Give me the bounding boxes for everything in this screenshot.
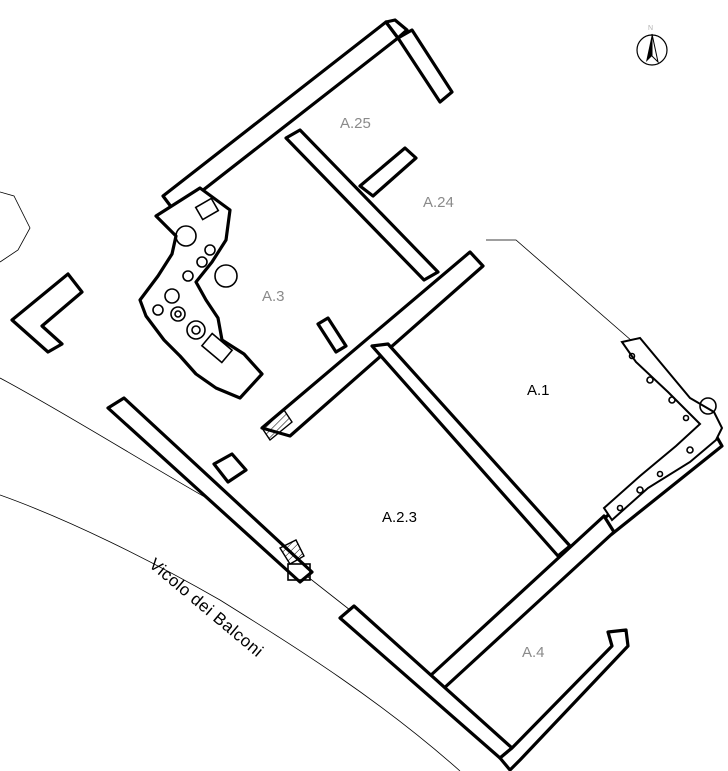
hatched-fragments	[261, 408, 311, 581]
walls	[10, 18, 724, 771]
street-edges	[0, 191, 461, 771]
wall-a23-a4	[428, 514, 616, 692]
north-letter: N	[648, 25, 653, 32]
room-label-a23: A.2.3	[382, 509, 417, 526]
wall-a4-south	[498, 628, 630, 771]
wall-a25-east	[396, 28, 454, 104]
room-label-a24: A.24	[423, 194, 454, 211]
north-arrow-icon: N	[636, 25, 668, 66]
street-label: Vicolo dei Balconi	[145, 555, 267, 661]
room-label-a25: A.25	[340, 115, 371, 132]
wall-a24-stub	[358, 146, 418, 198]
wall-a3-stub	[316, 316, 348, 354]
wall-a3-south	[260, 250, 485, 438]
wall-a3-a24	[284, 128, 440, 282]
room-label-a1: A.1	[527, 382, 550, 399]
room-labels: A.25 A.24 A.3 A.1 A.2.3 A.4	[262, 115, 550, 661]
room-label-a3: A.3	[262, 288, 285, 305]
kitchen-block	[138, 186, 264, 400]
rubble-wall	[602, 336, 724, 522]
wall-street-west	[106, 396, 314, 584]
room-label-a4: A.4	[522, 644, 545, 661]
property-line	[486, 239, 641, 349]
wall-isolated-l	[10, 272, 84, 354]
pier	[212, 452, 248, 484]
wall-ne-stub	[384, 18, 409, 40]
